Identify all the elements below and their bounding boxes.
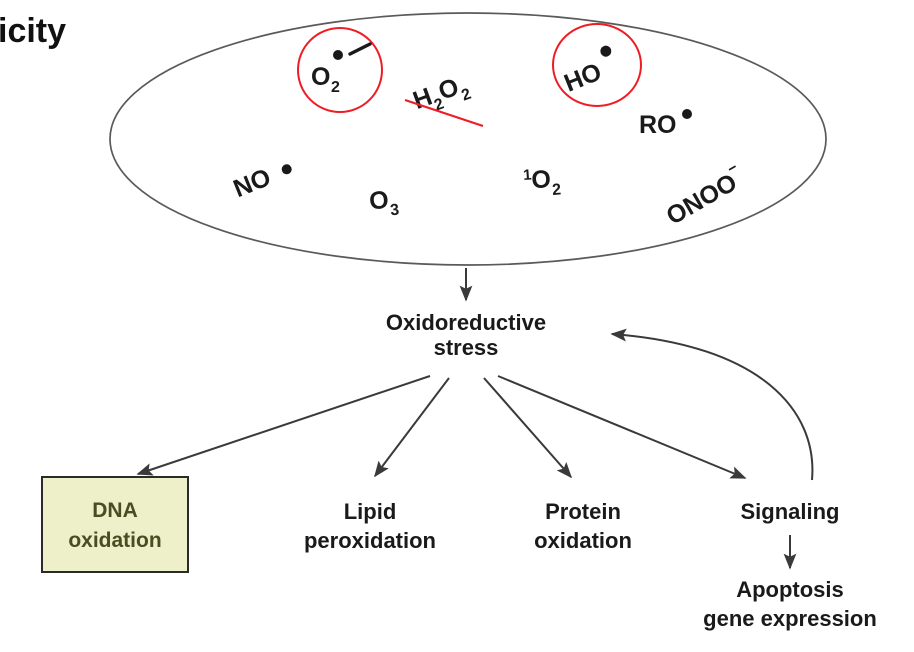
alkoxyl-radical-dot bbox=[682, 109, 692, 119]
arrow-stress-to-protein bbox=[483, 377, 573, 479]
node-lipid-peroxidation: Lipid peroxidation bbox=[304, 499, 436, 553]
dna-oxidation-line2: oxidation bbox=[68, 529, 161, 552]
ros-pool-ellipse bbox=[109, 12, 827, 266]
stress-line1: Oxidoreductive bbox=[386, 310, 546, 335]
hydroxyl-radical-dot bbox=[600, 45, 612, 57]
node-protein-oxidation: Protein oxidation bbox=[534, 499, 632, 553]
dna-oxidation-box bbox=[41, 476, 189, 573]
lipid-line1: Lipid bbox=[344, 499, 397, 524]
singlet-oxygen-base: O bbox=[531, 165, 552, 194]
protein-line2: oxidation bbox=[534, 528, 632, 553]
superoxide-subscript: 2 bbox=[331, 79, 340, 96]
hydroxyl-base: HO bbox=[560, 58, 605, 98]
ozone-base: O bbox=[368, 186, 390, 216]
node-signaling: Signaling bbox=[741, 499, 840, 524]
apoptosis-line2: gene expression bbox=[703, 606, 877, 631]
species-hydroxyl-radical: HO bbox=[560, 45, 612, 98]
protein-line1: Protein bbox=[545, 499, 621, 524]
superoxide-highlight-circle bbox=[297, 27, 383, 113]
alkoxyl-base: RO bbox=[639, 111, 677, 139]
arrow-stress-to-dna bbox=[136, 375, 431, 476]
species-nitric-oxide: NO bbox=[230, 163, 292, 203]
species-ozone: O 3 bbox=[368, 186, 400, 220]
superoxide-negative-charge bbox=[348, 42, 372, 56]
species-superoxide: O 2 bbox=[311, 42, 372, 96]
species-peroxynitrite: ONOO − bbox=[662, 159, 742, 231]
node-oxidoreductive-stress: Oxidoreductive stress bbox=[386, 310, 546, 360]
species-alkoxyl-radical: RO bbox=[639, 109, 692, 139]
dna-oxidation-line1: DNA bbox=[92, 499, 138, 522]
stress-line2: stress bbox=[434, 335, 499, 360]
h2o2-sub2: 2 bbox=[459, 86, 473, 105]
species-singlet-oxygen: 1 O 2 bbox=[523, 165, 562, 199]
page-title: icity bbox=[0, 12, 66, 50]
peroxynitrite-base: ONOO bbox=[662, 168, 742, 230]
ozone-subscript: 3 bbox=[389, 202, 400, 220]
signaling-label: Signaling bbox=[741, 499, 840, 524]
arrow-stress-to-signaling bbox=[497, 375, 747, 479]
nitric-oxide-radical-dot bbox=[281, 164, 292, 175]
lipid-line2: peroxidation bbox=[304, 528, 436, 553]
node-apoptosis-gene-expression: Apoptosis gene expression bbox=[703, 577, 877, 631]
singlet-oxygen-presuperscript: 1 bbox=[523, 166, 533, 184]
arrow-signaling-feedback-to-stress bbox=[610, 328, 814, 481]
apoptosis-line1: Apoptosis bbox=[736, 577, 844, 602]
h2o2-strike-line bbox=[404, 98, 484, 128]
singlet-oxygen-subscript: 2 bbox=[552, 181, 562, 199]
hydroxyl-highlight-circle bbox=[552, 23, 642, 107]
superoxide-base: O bbox=[311, 63, 330, 91]
arrow-stress-to-lipid bbox=[374, 377, 450, 478]
node-dna-oxidation: DNA oxidation bbox=[41, 476, 189, 573]
nitric-oxide-base: NO bbox=[230, 163, 275, 203]
superoxide-radical-dot bbox=[333, 50, 343, 60]
